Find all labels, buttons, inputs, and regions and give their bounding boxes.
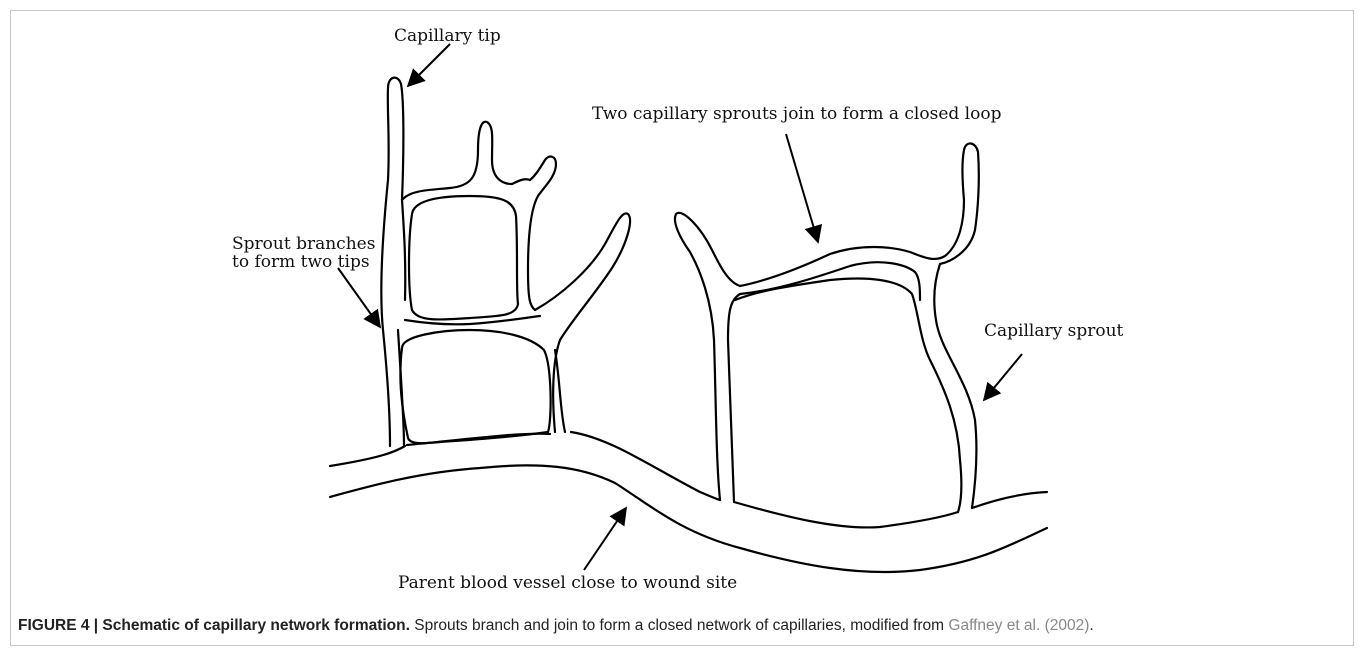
label-branch-line1: Sprout branches	[232, 236, 375, 253]
caption-text: Sprouts branch and join to form a closed…	[410, 617, 948, 634]
label-parent-vessel: Parent blood vessel close to wound site	[398, 575, 737, 592]
arrow-capillary-tip	[408, 44, 450, 86]
arrow-capillary-sprout	[984, 354, 1022, 400]
caption-end: .	[1089, 617, 1093, 634]
reference-link[interactable]: Gaffney et al. (2002)	[948, 617, 1089, 634]
label-closed-loop: Two capillary sprouts join to form a clo…	[592, 106, 1001, 123]
figure-caption: FIGURE 4 | Schematic of capillary networ…	[18, 617, 1338, 635]
label-branch-line2: to form two tips	[232, 254, 370, 271]
figure-label: FIGURE 4 | Schematic of capillary networ…	[18, 617, 410, 634]
label-capillary-sprout: Capillary sprout	[984, 323, 1123, 340]
label-capillary-tip: Capillary tip	[394, 28, 501, 45]
arrow-sprout-branches	[338, 268, 380, 327]
arrow-closed-loop	[786, 134, 818, 242]
arrow-parent-vessel	[584, 508, 626, 570]
